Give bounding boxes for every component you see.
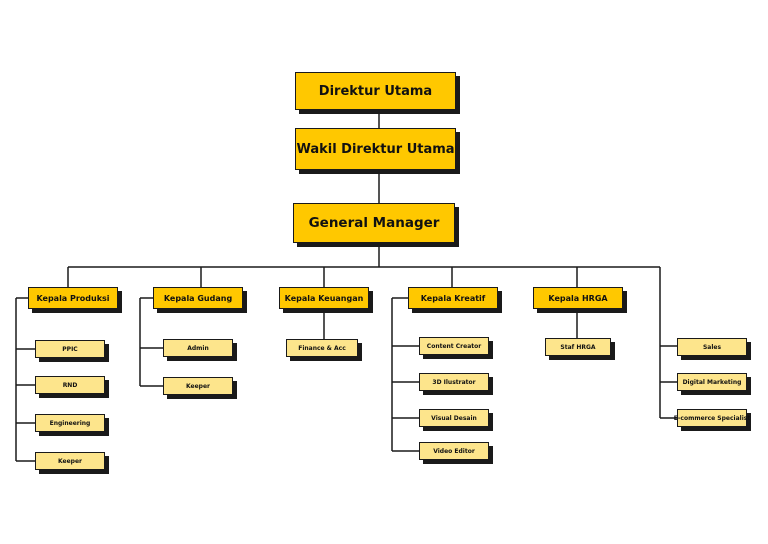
staff-hrga-box: Staf HRGA — [545, 338, 611, 356]
general-manager-box: General Manager — [293, 203, 455, 243]
staff-keeper-produksi-box: Keeper — [35, 452, 105, 470]
kepala-kreatif-box: Kepala Kreatif — [408, 287, 498, 309]
staff-keeper-gudang-box: Keeper — [163, 377, 233, 395]
wakil-direktur-box: Wakil Direktur Utama — [295, 128, 456, 170]
staff-video-editor-box: Video Editor — [419, 442, 489, 460]
kepala-produksi-box: Kepala Produksi — [28, 287, 118, 309]
staff-ecommerce-box: E-commerce Specialist — [674, 409, 750, 427]
kepala-gudang-box: Kepala Gudang — [153, 287, 243, 309]
kepala-keuangan-box: Kepala Keuangan — [279, 287, 369, 309]
staff-rnd-box: RND — [35, 376, 105, 394]
staff-admin-box: Admin — [163, 339, 233, 357]
staff-ppic-box: PPIC — [35, 340, 105, 358]
staff-finance-box: Finance & Acc — [286, 339, 358, 357]
staff-engineering-box: Engineering — [35, 414, 105, 432]
staff-content-creator-box: Content Creator — [419, 337, 489, 355]
staff-3d-ilustrator-box: 3D Ilustrator — [419, 373, 489, 391]
staff-sales-box: Sales — [677, 338, 747, 356]
staff-digital-marketing-box: Digital Marketing — [677, 373, 747, 391]
kepala-hrga-box: Kepala HRGA — [533, 287, 623, 309]
staff-visual-desain-box: Visual Desain — [419, 409, 489, 427]
direktur-utama-box: Direktur Utama — [295, 72, 456, 110]
